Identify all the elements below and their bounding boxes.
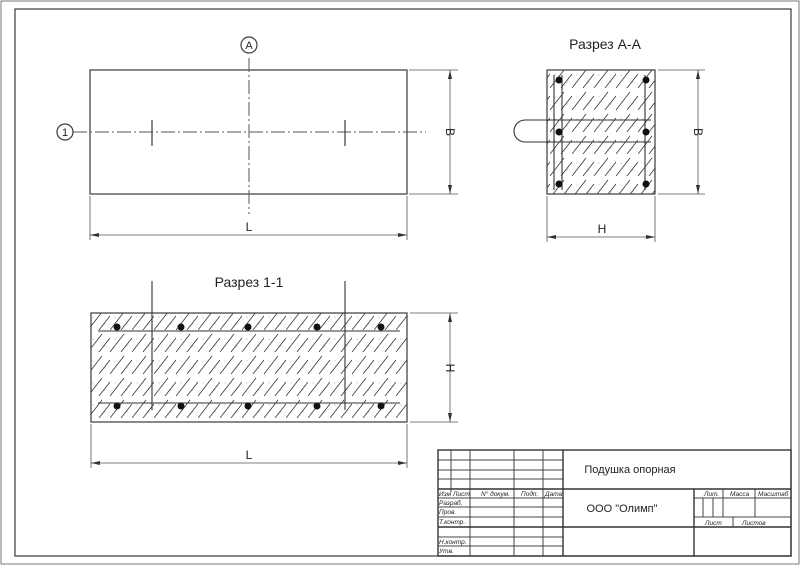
axis-a-bubble (240, 36, 258, 54)
rebar-dot (313, 323, 321, 331)
section-aa-outline (546, 69, 656, 195)
role-checked: Пров. (439, 509, 456, 516)
s11-dim-h-label: H (443, 364, 457, 373)
aa-dim-h-label: H (598, 222, 607, 236)
lifting-loop (513, 119, 651, 143)
info-sheet: Лист (704, 520, 722, 527)
info-scale: Масштаб (758, 490, 789, 498)
col-sheet: Лист (452, 491, 470, 498)
info-sheets: Листов (741, 520, 766, 527)
plan-dim-l-label: L (246, 220, 253, 234)
axis-a-label: A (245, 40, 253, 52)
section-aa-title: Разрез А-А (569, 36, 641, 52)
role-approved: Утв. (438, 548, 454, 555)
role-developed: Разраб. (439, 499, 463, 507)
rebar-dot (377, 323, 385, 331)
col-date: Дата (544, 491, 563, 498)
plan-view: A 1 L B (56, 36, 458, 240)
title-block: Подушка опорная ООО "Олимп" Изм Лист N° … (437, 449, 792, 557)
rebar-dot (555, 76, 563, 84)
rebar-dot (113, 402, 121, 410)
section-11: Разрез 1-1 L H (90, 274, 458, 468)
axis-1-bubble (56, 123, 74, 141)
rebar-dot (642, 128, 650, 136)
info-mass: Масса (730, 491, 750, 498)
role-norm-control: Н.контр. (439, 539, 467, 546)
info-letter: Лит. (703, 491, 719, 498)
rebar-dot (555, 128, 563, 136)
col-signature: Подп. (521, 490, 538, 498)
rebar-dot (555, 180, 563, 188)
role-tech-control: Т.контр. (439, 519, 465, 526)
section-aa-hatch (547, 70, 655, 194)
rebar-dot (177, 402, 185, 410)
section-aa: Разрез А-А H B (513, 36, 705, 242)
section-11-title: Разрез 1-1 (215, 274, 284, 290)
axis-1-label: 1 (62, 127, 68, 139)
s11-dim-l-label: L (246, 448, 253, 462)
rebar-dot (642, 76, 650, 84)
rebar-dot (244, 323, 252, 331)
rebar-dot (244, 402, 252, 410)
rebar-dot (113, 323, 121, 331)
drawing-name: Подушка опорная (584, 464, 675, 476)
section-11-outline (90, 312, 408, 423)
aa-dim-b-label: B (691, 128, 705, 136)
col-doc-number: N° докум. (481, 490, 510, 498)
drawing-frame (14, 8, 792, 557)
rebar-dot (313, 402, 321, 410)
rebar-dot (642, 180, 650, 188)
rebar-dot (377, 402, 385, 410)
organization-name: ООО "Олимп" (586, 503, 657, 515)
rebar-dot (177, 323, 185, 331)
plan-dim-b-label: B (443, 128, 457, 136)
col-change: Изм (439, 491, 452, 498)
